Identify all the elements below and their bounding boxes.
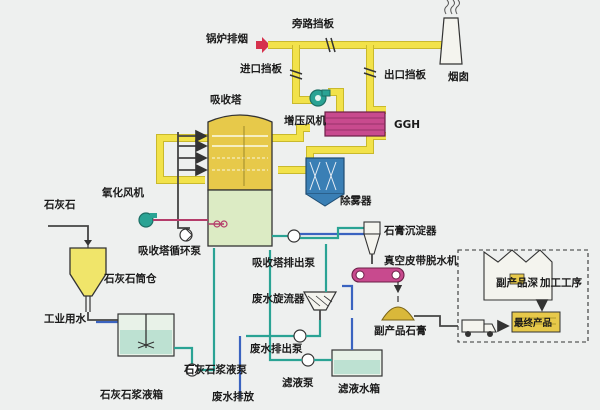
limestone-silo-label: 石灰石筒仓 xyxy=(103,272,157,285)
recirc-pump-icon xyxy=(179,228,193,242)
limestone-feed xyxy=(48,225,92,246)
processing-label: 加工工序 xyxy=(539,276,582,289)
wastewater-cyclone-label: 废水旋流器 xyxy=(252,292,305,305)
mist-eliminator-label: 除雾器 xyxy=(340,194,372,207)
wastewater-lines xyxy=(238,244,354,398)
outlet-damper-mark xyxy=(363,67,377,78)
wastewater-cyclone-icon xyxy=(302,291,338,320)
absorber-label: 吸收塔 xyxy=(210,93,242,106)
byproduct-storage-label: 副产品深 xyxy=(496,276,538,289)
chimney-icon xyxy=(439,0,463,65)
boiler-flue-gas-label: 锅炉排烟 xyxy=(206,32,248,45)
wastewater-discharge-label: 废水排放 xyxy=(212,390,254,403)
byproduct-gypsum-label: 副产品石膏 xyxy=(374,324,427,337)
bypass-damper-mark xyxy=(325,37,336,53)
chimney-label: 烟囱 xyxy=(448,70,469,83)
gypsum-settler-icon xyxy=(363,221,381,264)
inlet-damper-label: 进口挡板 xyxy=(240,62,282,75)
inlet-damper-mark xyxy=(289,69,303,80)
boiler-flue-gas-arrow xyxy=(256,37,270,53)
spray-lines xyxy=(177,129,208,229)
slurry-to-absorber xyxy=(174,248,216,377)
booster-fan-label: 增压风机 xyxy=(284,114,326,127)
absorber-discharge-line xyxy=(272,226,374,243)
limestone-silo-icon xyxy=(69,244,107,312)
final-product-label: 最终产品 xyxy=(514,317,552,329)
bypass-damper-label: 旁路挡板 xyxy=(291,17,334,30)
mist-eliminator-icon xyxy=(305,157,345,207)
outlet-damper-label: 出口挡板 xyxy=(384,68,426,81)
truck-icon xyxy=(414,315,510,337)
filtrate-pump-label: 滤液泵 xyxy=(282,376,314,389)
wastewater-pump-label: 废水排出泵 xyxy=(250,342,303,355)
recirc-pump-label: 吸收塔循环泵 xyxy=(138,244,201,257)
absorber-discharge-pump-label: 吸收塔排出泵 xyxy=(252,256,315,269)
filtrate-tank-label: 滤液水箱 xyxy=(338,382,380,395)
limestone-slurry-tank-icon xyxy=(117,313,175,357)
byproduct-area xyxy=(457,249,589,343)
booster-fan-icon xyxy=(309,89,331,107)
gypsum-settler-label: 石膏沉淀器 xyxy=(383,224,437,237)
limestone-slurry-tank-label: 石灰石浆液箱 xyxy=(99,388,163,401)
oxidation-air-line xyxy=(138,212,228,228)
ggh-label: GGH xyxy=(394,119,420,131)
industrial-water-label: 工业用水 xyxy=(44,312,86,325)
labels: 旁路挡板 锅炉排烟 进口挡板 出口挡板 烟囱 吸收塔 增压风机 GGH 石灰石 … xyxy=(43,17,582,403)
filtrate-tank-icon xyxy=(268,250,383,377)
gypsum-pile-icon xyxy=(381,296,415,321)
vacuum-belt-icon xyxy=(351,267,405,294)
limestone-slurry-pump-label: 石灰石浆液泵 xyxy=(183,363,247,376)
absorber-tower xyxy=(207,114,273,247)
vacuum-belt-label: 真空皮带脱水机 xyxy=(384,254,458,267)
oxidation-fan-label: 氧化风机 xyxy=(101,186,144,199)
limestone-label: 石灰石 xyxy=(43,198,76,211)
ggh-box xyxy=(324,111,386,137)
